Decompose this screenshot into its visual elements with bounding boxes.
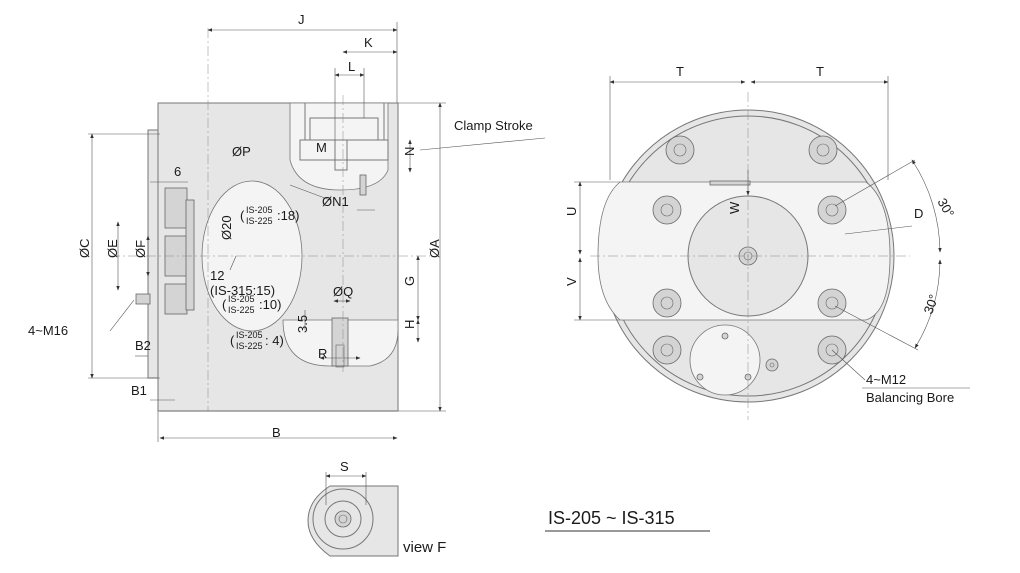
model-range-title: IS-205 ~ IS-315 — [548, 508, 675, 528]
view-f-caption: view F — [403, 539, 446, 556]
dim-P: ØP — [232, 144, 251, 159]
svg-text:(: ( — [222, 297, 227, 312]
svg-text:IS-205: IS-205 — [228, 294, 255, 304]
view-f: S view F — [307, 459, 446, 557]
top-cavity — [289, 102, 389, 191]
dim-6: 6 — [174, 164, 181, 179]
svg-text:IS-225: IS-225 — [228, 305, 255, 315]
svg-text:IS-225: IS-225 — [246, 216, 273, 226]
dim-12: 12 — [210, 268, 224, 283]
dim-T-left: T — [676, 64, 684, 79]
dim-E: ØE — [105, 239, 120, 258]
dim-3-5: 3.5 — [295, 315, 310, 333]
dim-B: B — [272, 425, 281, 440]
dim-D: D — [914, 206, 923, 221]
dim-F: ØF — [133, 240, 148, 258]
dim-R: R — [318, 346, 327, 361]
dim-M: M — [316, 140, 327, 155]
side-view: J K L M N Clamp Stroke ØP ØN1 6 Ø20 ( IS… — [28, 12, 546, 442]
svg-text:IS-205: IS-205 — [246, 205, 273, 215]
svg-text::18): :18) — [277, 208, 299, 223]
dim-K: K — [364, 35, 373, 50]
dim-N1: ØN1 — [322, 194, 349, 209]
svg-text:IS-205: IS-205 — [236, 330, 263, 340]
dim-d20: Ø20 — [219, 215, 234, 240]
view-f-body — [307, 485, 399, 557]
angle-30-top: 30° — [935, 195, 958, 220]
dim-L: L — [348, 59, 355, 74]
dim-W: W — [727, 201, 742, 214]
dim-N: N — [402, 147, 417, 156]
note-4: ( IS-205 IS-225 : 4) — [230, 330, 284, 351]
angle-30-bottom: 30° — [921, 292, 942, 316]
dim-T-right: T — [816, 64, 824, 79]
svg-text::10): :10) — [259, 297, 281, 312]
dim-V: V — [564, 277, 579, 286]
note-10: ( IS-205 IS-225 :10) — [222, 294, 281, 315]
svg-text:(: ( — [240, 208, 245, 223]
dim-A: ØA — [427, 239, 442, 258]
dim-B2: B2 — [135, 338, 151, 353]
dim-H: H — [402, 320, 417, 329]
dim-G: G — [402, 276, 417, 286]
dim-Q: ØQ — [333, 284, 353, 299]
dim-B1: B1 — [131, 383, 147, 398]
front-view: T T U V W D 30° 30° 4~M12 Balancing Bore — [564, 64, 970, 420]
dim-S: S — [340, 459, 349, 474]
dim-J: J — [298, 12, 305, 27]
dim-U: U — [564, 207, 579, 216]
balancing-bore-label: Balancing Bore — [866, 390, 954, 405]
note-is315: (IS-315:15) — [210, 283, 275, 298]
thread-m12: 4~M12 — [866, 372, 906, 387]
svg-text:IS-225: IS-225 — [236, 341, 263, 351]
dim-C: ØC — [77, 239, 92, 259]
clamp-stroke-label: Clamp Stroke — [454, 118, 533, 133]
note-18: ( IS-205 IS-225 :18) — [240, 205, 299, 226]
thread-m16: 4~M16 — [28, 323, 68, 338]
svg-text:(: ( — [230, 333, 235, 348]
svg-text:: 4): : 4) — [265, 333, 284, 348]
